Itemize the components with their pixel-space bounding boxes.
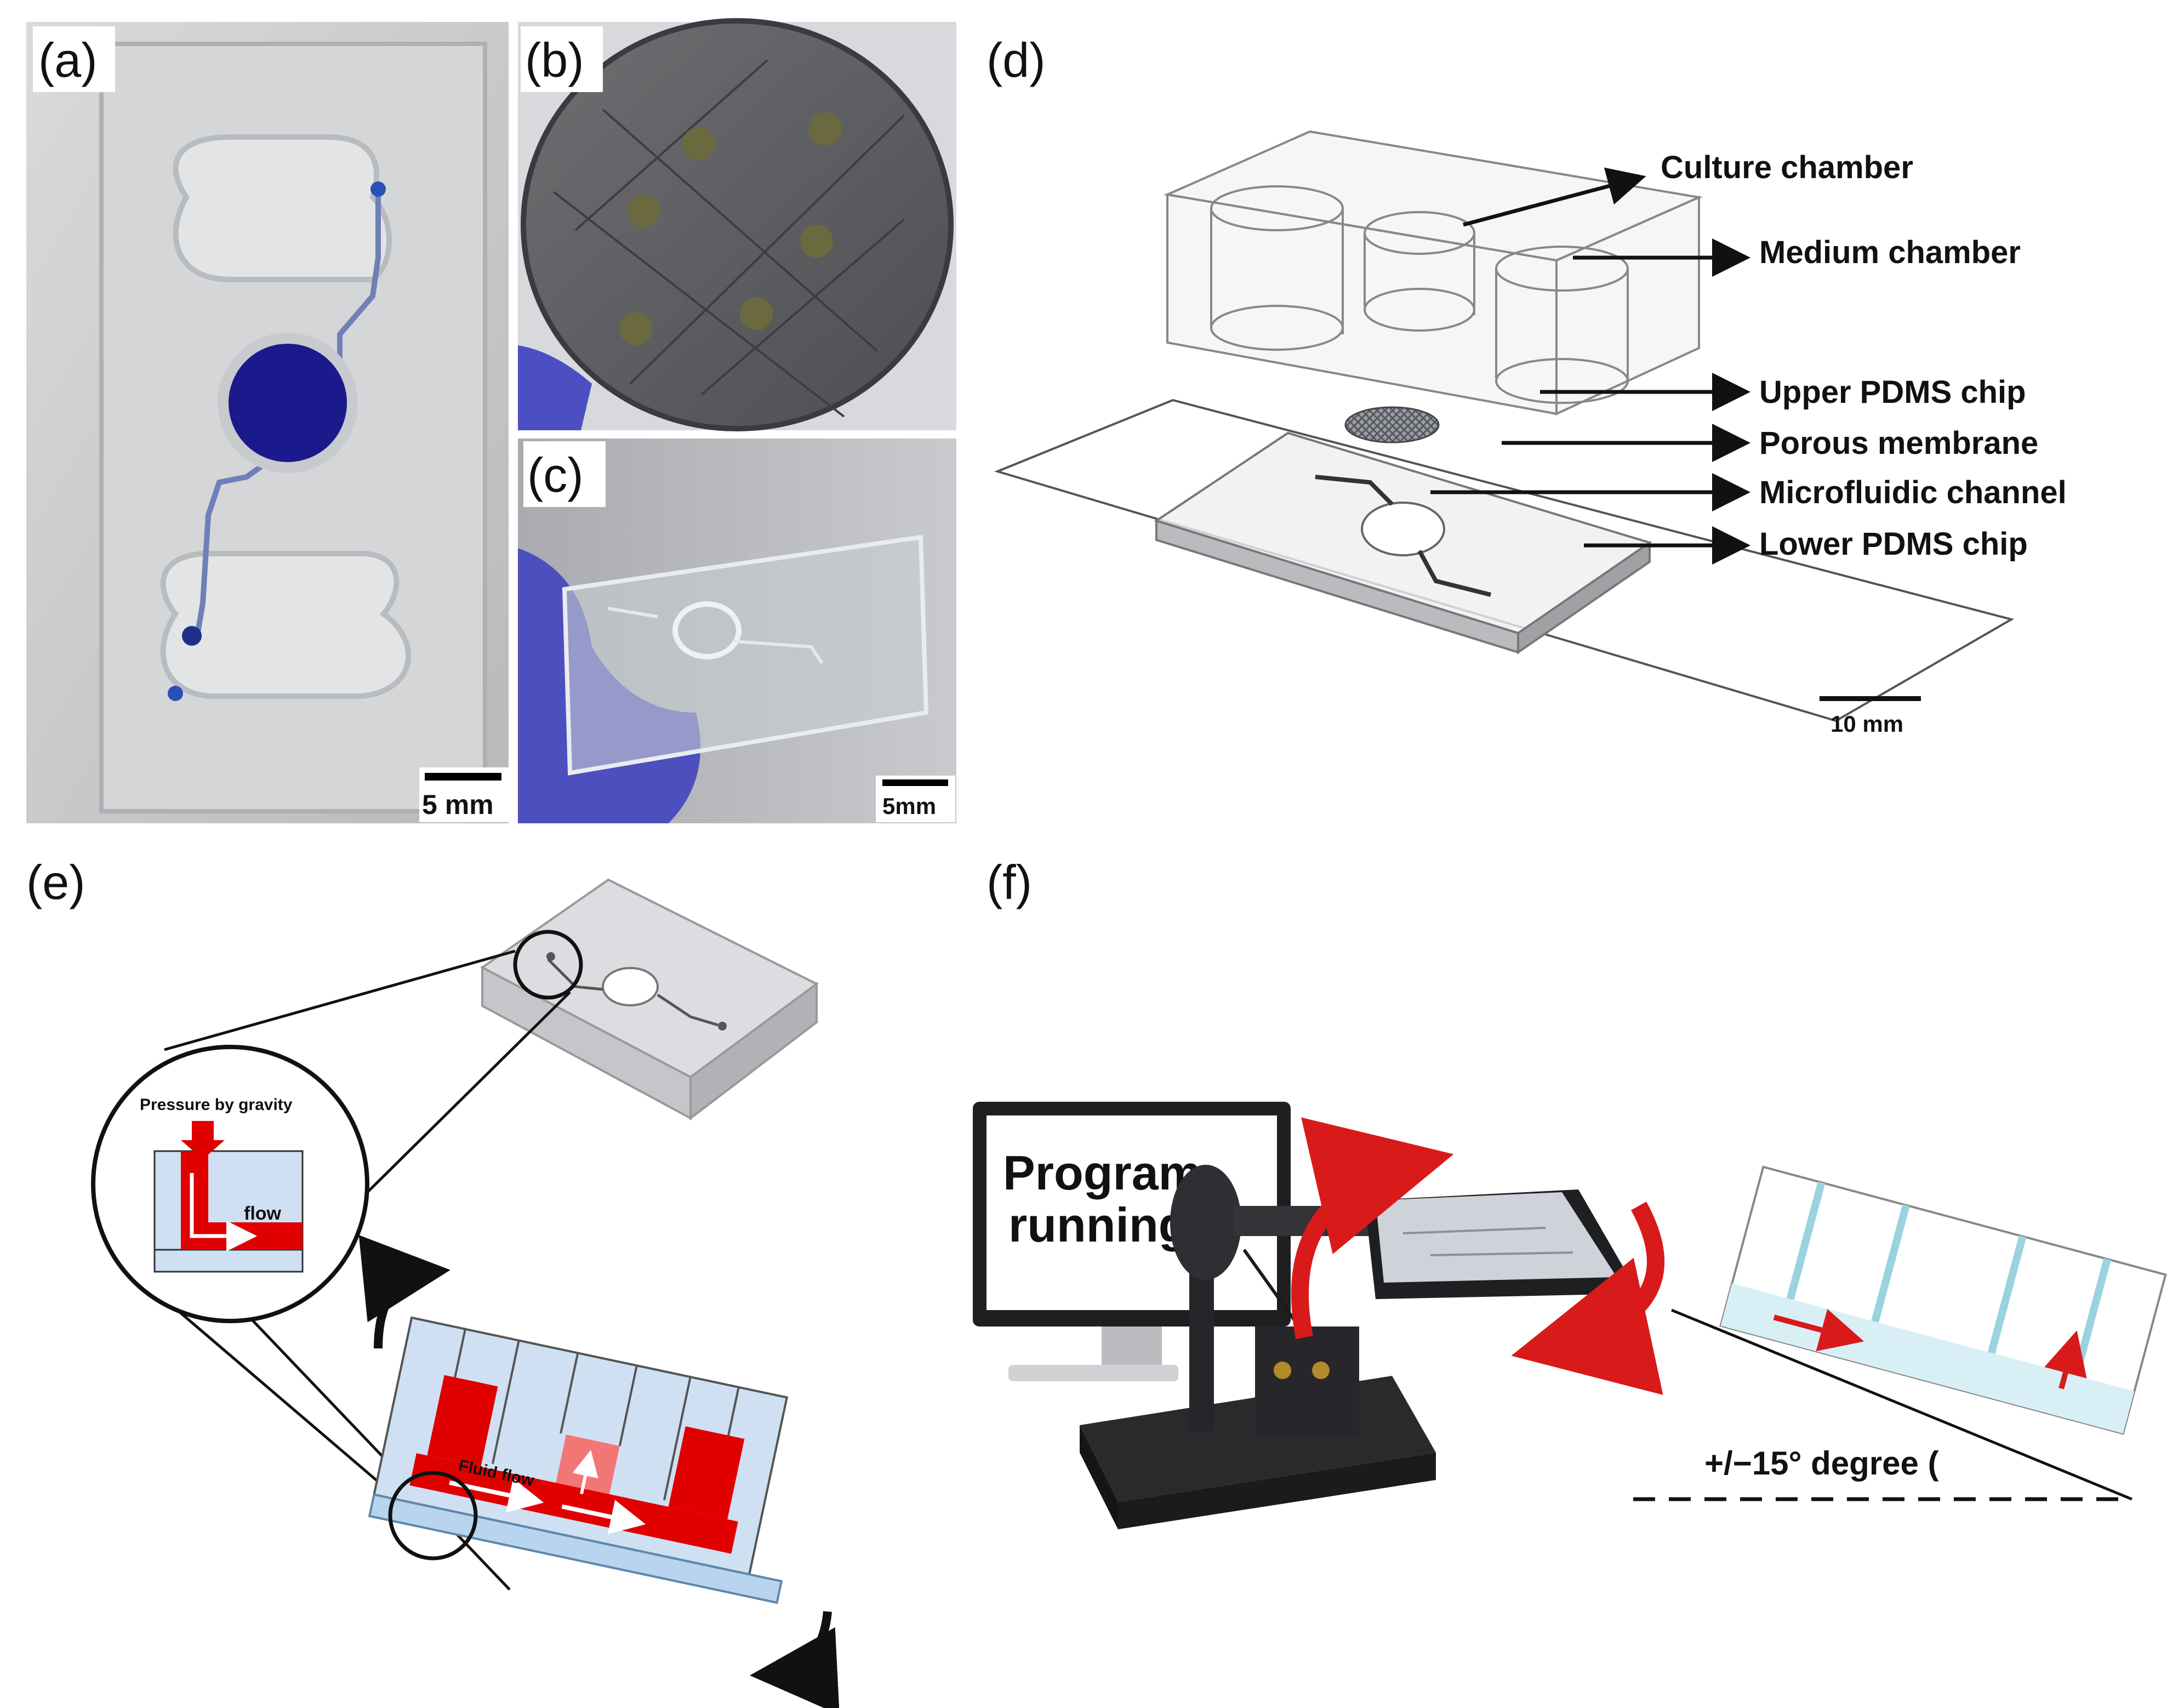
upper-medium-chamber — [173, 134, 392, 282]
panel-a-label-bg — [33, 26, 115, 92]
e-chip-3d — [480, 878, 819, 1121]
outlet-dot — [182, 626, 202, 646]
panel-e-label: (e) — [26, 855, 85, 909]
electrode-2 — [808, 112, 841, 145]
callout-porous-membrane: Porous membrane — [1759, 425, 2038, 461]
electrode-1 — [682, 127, 715, 160]
pressure-by-gravity: Pressure by gravity — [140, 1096, 293, 1114]
porous-membrane — [1344, 406, 1440, 443]
red-rotate-arrow-bottom — [1511, 1202, 1664, 1395]
panel-a: (a) 5 mm — [26, 22, 510, 823]
panel-f-label: (f) — [986, 855, 1032, 909]
flow-label: flow — [244, 1203, 282, 1224]
scale-bar-a-text: 5 mm — [422, 789, 494, 820]
controller-box — [1255, 1326, 1359, 1436]
electrode-6 — [740, 297, 773, 330]
glove-b — [518, 345, 592, 430]
inlet-dot — [370, 181, 386, 197]
scale-bar-c-line — [882, 779, 948, 786]
callout-arrows — [1430, 167, 1750, 565]
scale-bar-d-text: 10 mm — [1830, 711, 1903, 737]
chip-tray — [1365, 1189, 1639, 1299]
panel-d-label: (d) — [986, 33, 1046, 87]
panel-d: (d) — [986, 33, 2067, 737]
outlet-dot-2 — [168, 686, 183, 701]
dicing-lines — [552, 59, 905, 418]
callout-culture-chamber: Culture chamber — [1661, 150, 1913, 185]
monitor-text-line2: running — [1008, 1198, 1188, 1252]
zoom-circle-small — [513, 930, 583, 1000]
electrode-4 — [800, 225, 833, 258]
rotation-stage — [1170, 1165, 1241, 1280]
monitor-text-line1: Program — [1003, 1146, 1201, 1200]
upper-chip-wells — [1210, 185, 1629, 404]
slide-channel — [608, 607, 824, 664]
callout-lower-pdms-chip: Lower PDMS chip — [1759, 526, 2028, 562]
lower-medium-chamber — [160, 551, 412, 699]
slide-chamber — [672, 601, 742, 659]
scale-bar-a-line — [425, 773, 501, 781]
cable — [1242, 1249, 1301, 1328]
zoom-circle-large: Pressure by gravity flow — [91, 1045, 369, 1323]
glass-slide — [562, 534, 929, 776]
rotate-arrow-top — [358, 1235, 450, 1349]
panel-c-label-bg — [523, 441, 606, 507]
panel-c-label: (c) — [527, 448, 584, 502]
callout-medium-chamber: Medium chamber — [1759, 235, 2021, 270]
callout-upper-pdms-chip: Upper PDMS chip — [1759, 374, 2026, 410]
panel-e: (e) Pressure by gravity — [26, 855, 840, 1708]
tilted-chip-schematic — [1719, 1165, 2167, 1435]
red-rotate-arrow-top — [1291, 1117, 1454, 1340]
arrow-culture-chamber — [1463, 167, 1646, 227]
post — [1189, 1250, 1214, 1431]
rotate-arrow-bottom — [750, 1611, 840, 1708]
panel-b: (b) — [518, 18, 956, 431]
scale-bar-d-line — [1820, 696, 1921, 701]
upper-pdms-chip — [1164, 130, 1703, 416]
monitor — [973, 1102, 1291, 1381]
panel-c: (c) 5mm — [518, 439, 956, 823]
panel-b-label-bg — [521, 26, 603, 92]
angle-label: +/−15° degree ( — [1704, 1445, 1939, 1482]
panel-b-label: (b) — [525, 33, 584, 87]
zoom-circle-section — [388, 1471, 478, 1561]
scale-bar-c-text: 5mm — [882, 793, 936, 819]
electrode-5 — [619, 312, 652, 345]
callout-microfluidic-channel: Microfluidic channel — [1759, 475, 2067, 510]
culture-chamber-dye — [218, 333, 358, 473]
incline-line — [1671, 1308, 2132, 1501]
dye-channel — [195, 192, 381, 636]
panel-f: (f) Program running — [973, 855, 2167, 1529]
panel-a-label: (a) — [38, 33, 98, 87]
lower-pdms-chip — [1154, 431, 1652, 654]
electrode-3 — [628, 195, 660, 227]
